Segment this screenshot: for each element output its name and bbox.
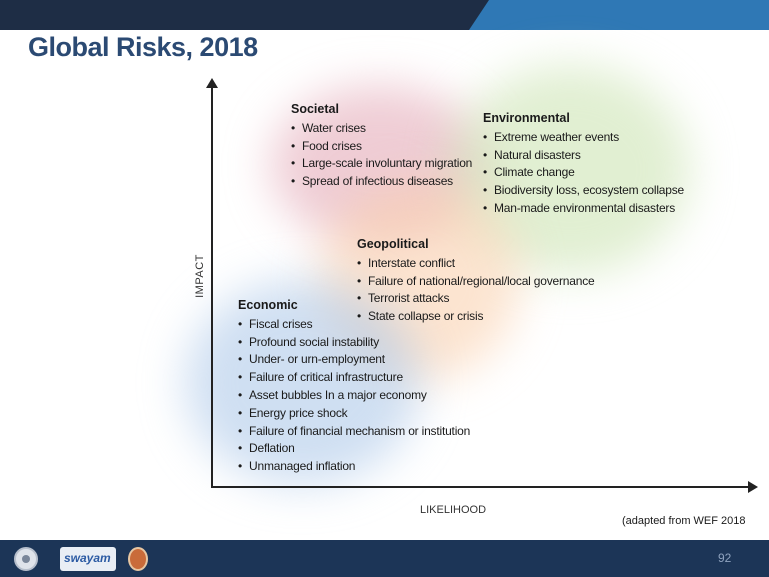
- list-item: Biodiversity loss, ecosystem collapse: [483, 182, 684, 200]
- swayam-logo-text: swayam: [64, 551, 111, 565]
- list-item: Climate change: [483, 164, 684, 182]
- swayam-logo: swayam: [60, 547, 116, 571]
- economic-heading: Economic: [238, 298, 298, 312]
- geopolitical-heading: Geopolitical: [357, 237, 429, 251]
- list-item: Natural disasters: [483, 147, 684, 165]
- environmental-list: Extreme weather events Natural disasters…: [483, 129, 684, 218]
- list-item: Fiscal crises: [238, 316, 470, 334]
- nptel-logo: [128, 547, 148, 571]
- list-item: Unmanaged inflation: [238, 458, 470, 476]
- footer-bar: swayam: [0, 540, 769, 577]
- list-item: Extreme weather events: [483, 129, 684, 147]
- top-banner-accent: [469, 0, 769, 30]
- likelihood-axis-arrow-icon: [748, 481, 758, 493]
- list-item: Interstate conflict: [357, 255, 594, 273]
- list-item: Terrorist attacks: [357, 290, 594, 308]
- list-item: Deflation: [238, 440, 470, 458]
- impact-axis-arrow-icon: [206, 78, 218, 88]
- slide-title: Global Risks, 2018: [28, 32, 258, 62]
- list-item: Profound social instability: [238, 334, 470, 352]
- list-item: Under- or urn-employment: [238, 351, 470, 369]
- economic-group: Economic Fiscal crises Profound social i…: [238, 297, 470, 476]
- list-item: Man-made environmental disasters: [483, 200, 684, 218]
- societal-heading: Societal: [291, 102, 339, 116]
- societal-list: Water crises Food crises Large-scale inv…: [291, 120, 472, 191]
- top-banner: [0, 0, 769, 30]
- list-item: Failure of critical infrastructure: [238, 369, 470, 387]
- emblem-icon: [14, 547, 38, 571]
- list-item: Large-scale involuntary migration: [291, 155, 472, 173]
- impact-axis-label: IMPACT: [194, 254, 206, 298]
- list-item: Spread of infectious diseases: [291, 173, 472, 191]
- likelihood-axis-label: LIKELIHOOD: [420, 504, 487, 516]
- list-item: Food crises: [291, 138, 472, 156]
- likelihood-axis: [211, 486, 751, 488]
- list-item: Asset bubbles In a major economy: [238, 387, 470, 405]
- source-note: (adapted from WEF 2018: [622, 515, 746, 527]
- societal-group: Societal Water crises Food crises Large-…: [291, 101, 472, 191]
- list-item: Energy price shock: [238, 405, 470, 423]
- page-number: 92: [718, 551, 732, 565]
- list-item: Failure of financial mechanism or instit…: [238, 423, 470, 441]
- impact-axis: [211, 86, 213, 488]
- list-item: Water crises: [291, 120, 472, 138]
- economic-list: Fiscal crises Profound social instabilit…: [238, 316, 470, 476]
- environmental-heading: Environmental: [483, 111, 570, 125]
- list-item: Failure of national/regional/local gover…: [357, 273, 595, 291]
- environmental-group: Environmental Extreme weather events Nat…: [483, 110, 684, 218]
- top-banner-dark: [0, 0, 480, 30]
